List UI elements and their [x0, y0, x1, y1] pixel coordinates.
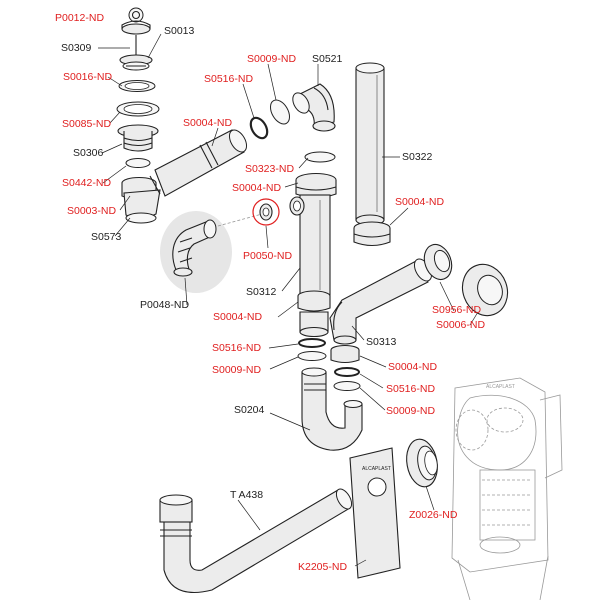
- gasket-s0009-top: [270, 99, 290, 125]
- label-p0012: P0012-ND: [55, 12, 104, 24]
- cap-s0006: [461, 263, 509, 317]
- pipe-s0312-lower: [299, 311, 329, 338]
- label-s0085: S0085-ND: [62, 118, 111, 130]
- nut-s0004-low: [297, 290, 331, 312]
- label-p0048: P0048-ND: [140, 299, 189, 311]
- gasket-s0009-bottom: [333, 381, 361, 391]
- elbow-s0521: [292, 83, 336, 132]
- grid-s0013: [119, 54, 153, 71]
- label-s0516-top: S0516-ND: [204, 73, 253, 85]
- sleeve-s0306: [117, 124, 159, 152]
- label-s0004-bottom: S0004-ND: [388, 361, 437, 373]
- washer-s0442: [125, 158, 151, 168]
- washer-s0016: [118, 80, 156, 92]
- washer-s0085: [116, 101, 160, 117]
- label-s0009-top: S0009-ND: [247, 53, 296, 65]
- trap-s0204: [301, 367, 363, 451]
- label-s0009-low: S0009-ND: [212, 364, 261, 376]
- label-s0009-bottom: S0009-ND: [386, 405, 435, 417]
- labels: P0012-ND S0309 S0013 S0016-ND S0085-ND S…: [55, 12, 515, 573]
- label-s0004-right: S0004-ND: [395, 196, 444, 208]
- branch-s0313: [329, 258, 433, 345]
- ring-s0516-low: [298, 338, 326, 348]
- pipe-ta438: [159, 488, 353, 594]
- plate-brand-mark: ALCAPLAST: [362, 466, 391, 472]
- nut-s0004-bottom: [330, 344, 360, 364]
- nut-s0004-right: [353, 221, 391, 247]
- plug-p0012: [121, 7, 151, 35]
- label-s0313: S0313: [366, 336, 397, 348]
- plate-k2205: ALCAPLAST: [349, 447, 401, 579]
- label-s0306: S0306: [73, 147, 104, 159]
- gasket-s0323: [304, 151, 336, 163]
- overflow-hose-p0048: [172, 213, 263, 277]
- label-s0016: S0016-ND: [63, 71, 112, 83]
- label-s0956: S0956-ND: [432, 304, 481, 316]
- overflow-head-p0050: [252, 198, 280, 226]
- label-s0516-bottom: S0516-ND: [386, 383, 435, 395]
- label-s0322: S0322: [402, 151, 433, 163]
- p0048-highlight-area: [160, 211, 232, 293]
- ring-s0516-top: [249, 116, 269, 140]
- label-s0013: S0013: [164, 25, 195, 37]
- label-s0516-low: S0516-ND: [212, 342, 261, 354]
- label-s0442: S0442-ND: [62, 177, 111, 189]
- tube-s0322: [355, 62, 385, 226]
- label-s0004-top: S0004-ND: [183, 117, 232, 129]
- connector-s0573: [123, 189, 161, 224]
- wall-box-ghost: [451, 377, 563, 600]
- leader-lines: [98, 33, 479, 567]
- seal-z0026: [406, 438, 438, 488]
- label-z0026: Z0026-ND: [409, 509, 458, 521]
- rosette-s0956: [423, 243, 453, 281]
- label-s0204: S0204: [234, 404, 265, 416]
- label-s0004-mid: S0004-ND: [232, 182, 281, 194]
- label-s0309: S0309: [61, 42, 92, 54]
- label-s0573: S0573: [91, 231, 122, 243]
- pipe-s0004-upper: [149, 129, 248, 197]
- label-s0006: S0006-ND: [436, 319, 485, 331]
- label-p0050: P0050-ND: [243, 250, 292, 262]
- label-ta438: T A438: [230, 489, 263, 501]
- label-s0312: S0312: [246, 286, 277, 298]
- label-s0004-low: S0004-ND: [213, 311, 262, 323]
- gasket-s0009-low: [297, 351, 327, 361]
- label-s0323: S0323-ND: [245, 163, 294, 175]
- nut-s0004-mid: [295, 172, 337, 199]
- label-k2205: K2205-ND: [298, 561, 347, 573]
- pipe-s0312: [289, 194, 331, 296]
- label-s0003: S0003-ND: [67, 205, 116, 217]
- label-s0521: S0521: [312, 53, 343, 65]
- box-brand-mark: ALCAPLAST: [486, 384, 515, 390]
- ring-s0516-bottom: [334, 367, 360, 377]
